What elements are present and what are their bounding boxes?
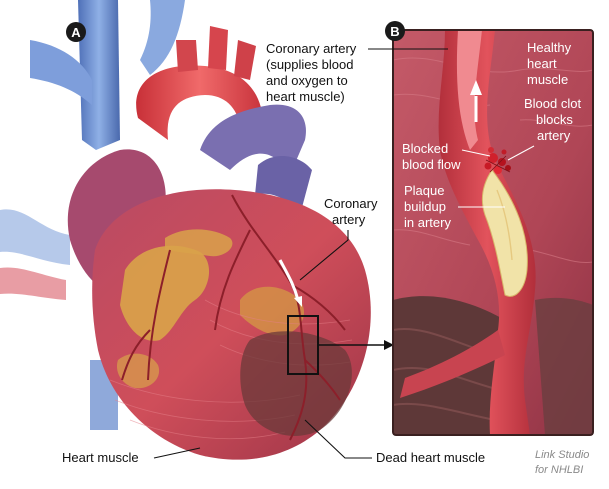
svg-text:in artery: in artery — [404, 215, 451, 230]
svg-text:heart muscle): heart muscle) — [266, 89, 345, 104]
panel-b-artery — [392, 29, 594, 436]
svg-text:and oxygen to: and oxygen to — [266, 73, 348, 88]
label-coronary-artery-main: Coronary artery (supplies blood and oxyg… — [266, 41, 448, 104]
svg-text:Heart muscle: Heart muscle — [62, 450, 139, 465]
upward-flow-arrow — [470, 80, 482, 95]
svg-text:for NHLBI: for NHLBI — [535, 464, 583, 476]
svg-text:A: A — [71, 25, 81, 40]
label-blocked-blood-flow: Blocked blood flow — [402, 141, 491, 172]
aortic-arch — [136, 65, 264, 150]
plaque-layer — [496, 189, 513, 261]
artery-wall — [438, 30, 536, 435]
svg-text:Coronary artery: Coronary artery — [266, 41, 357, 56]
label-plaque-buildup: Plaque buildup in artery — [404, 183, 505, 230]
brachiocephalic-vein — [30, 40, 92, 105]
svg-text:Dead heart muscle: Dead heart muscle — [376, 450, 485, 465]
panel-b-dead-muscle-right — [535, 297, 593, 435]
label-blood-clot: Blood clot blocks artery — [507, 96, 581, 161]
zoom-arrow-head — [384, 340, 394, 350]
svg-text:blocks: blocks — [536, 112, 573, 127]
svg-text:Coronary: Coronary — [324, 196, 378, 211]
label-heart-muscle: Heart muscle — [62, 447, 201, 465]
artery-branch — [400, 330, 505, 398]
fat-deposit-1 — [120, 245, 210, 341]
credit: Link Studio for NHLBI — [535, 449, 589, 476]
pulmonary-branch — [255, 155, 312, 215]
leader-blocked-blood-flow — [461, 149, 491, 157]
aortic-branch-2 — [208, 26, 228, 70]
badge-b: B — [385, 21, 405, 41]
fat-deposit-2 — [165, 229, 233, 257]
leader-dead-heart-muscle — [304, 419, 372, 459]
svg-text:(supplies blood: (supplies blood — [266, 57, 353, 72]
svg-text:Plaque: Plaque — [404, 183, 444, 198]
dead-heart-muscle-area — [240, 331, 352, 436]
aortic-branch-1 — [176, 40, 198, 72]
svg-text:heart: heart — [527, 56, 557, 71]
svg-text:Blood clot: Blood clot — [524, 96, 581, 111]
svg-text:buildup: buildup — [404, 199, 446, 214]
blood-clot — [484, 147, 511, 174]
svg-text:Healthy: Healthy — [527, 40, 572, 55]
upper-vein-branch — [140, 0, 185, 75]
svg-text:artery: artery — [537, 128, 571, 143]
svg-text:muscle: muscle — [527, 72, 568, 87]
leader-coronary-small — [299, 230, 349, 281]
artery-lumen — [456, 30, 482, 150]
coronary-vessels — [121, 194, 346, 441]
label-coronary-artery-small: Coronary artery — [299, 196, 378, 281]
pulmonary-artery-left — [0, 267, 66, 300]
pulmonary-vein-left — [0, 209, 70, 265]
badge-a: A — [66, 22, 86, 42]
svg-text:Blocked: Blocked — [402, 141, 448, 156]
flow-arrow — [278, 259, 300, 301]
flow-arrow-head — [294, 296, 302, 307]
leader-blood-clot — [507, 145, 535, 161]
panel-a-heart — [0, 0, 394, 460]
svg-text:artery: artery — [332, 212, 366, 227]
label-dead-heart-muscle: Dead heart muscle — [304, 419, 485, 465]
superior-vena-cava — [78, 0, 120, 150]
leader-heart-muscle — [153, 447, 201, 459]
panel-b-border — [392, 29, 594, 436]
aortic-branch-3 — [234, 40, 256, 80]
svg-text:Link Studio: Link Studio — [535, 449, 589, 461]
svg-text:blood flow: blood flow — [402, 157, 461, 172]
svg-text:B: B — [390, 24, 399, 39]
label-healthy-heart-muscle: Healthy heart muscle — [527, 40, 572, 87]
